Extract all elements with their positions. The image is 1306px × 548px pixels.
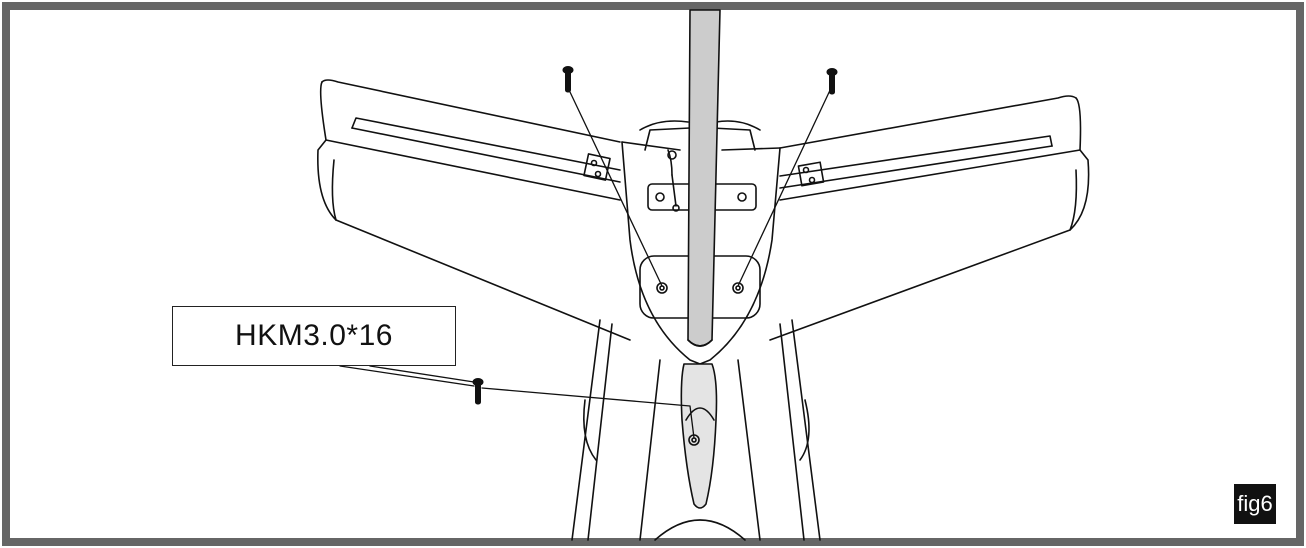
right-wing (769, 95, 1090, 341)
figure-label: fig6 (1234, 484, 1276, 524)
fuselage (571, 319, 821, 541)
screw-icon (472, 378, 484, 405)
left-wing (317, 79, 631, 341)
support-rod (687, 9, 721, 347)
part-code-callout: HKM3.0*16 (172, 306, 456, 366)
leader-lines (339, 85, 833, 439)
screw-icon (826, 68, 838, 95)
fuselage-pod (680, 363, 718, 509)
screw-icon (562, 66, 574, 93)
